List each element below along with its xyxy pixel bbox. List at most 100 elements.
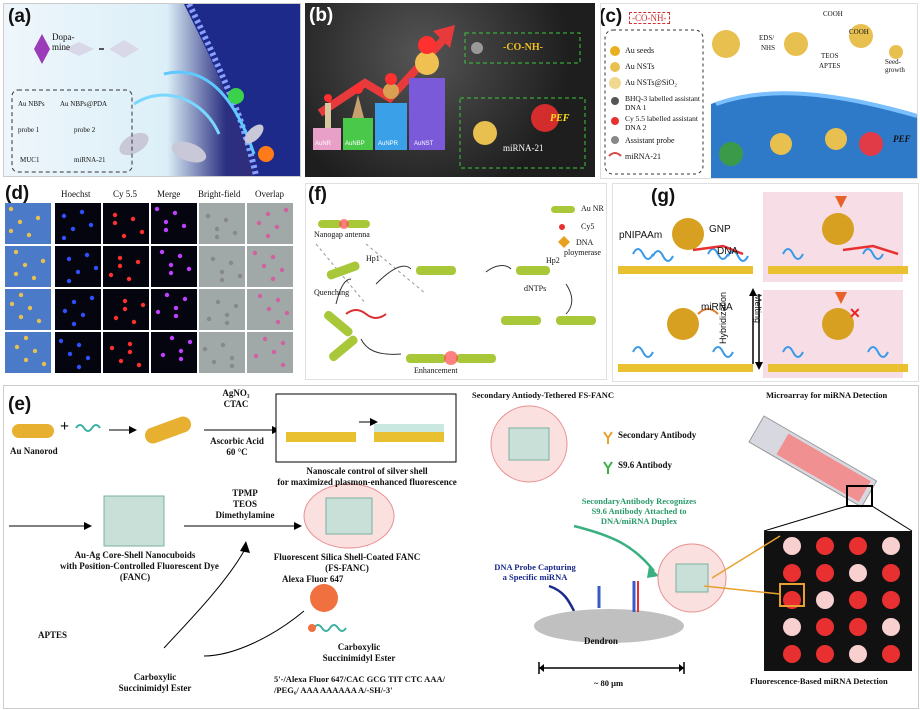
cell-mark xyxy=(112,212,118,218)
panel-d-label: (d) xyxy=(5,183,30,204)
cell-mark xyxy=(66,256,72,262)
cell-mark xyxy=(71,321,77,327)
cell-mark xyxy=(172,210,178,216)
cell-mark xyxy=(155,309,161,315)
cell-mark xyxy=(23,335,29,341)
panel-b-label: (b) xyxy=(309,5,334,26)
aptes-label: APTES xyxy=(819,62,841,70)
panel-e-illustration xyxy=(9,393,913,674)
cell-mark xyxy=(265,233,271,239)
panel-g-illustration: ✕ xyxy=(618,192,908,378)
array-spot xyxy=(783,537,801,555)
dendron-label: Dendron xyxy=(584,636,618,646)
cell-mark xyxy=(271,349,277,355)
legend-dna: DNA xyxy=(576,238,594,247)
legend-au-nbps-pda: Au NBPs@PDA xyxy=(60,100,108,108)
cell-mark xyxy=(266,306,272,312)
array-spot xyxy=(849,645,867,663)
enhancement-label: Enhancement xyxy=(414,366,458,375)
co-nh-label-c: -CO-NH- xyxy=(629,12,670,24)
panel-a-label: (a) xyxy=(8,6,32,27)
array-spot xyxy=(783,591,801,609)
fs-fanc-label: Fluorescent Silica Shell-Coated FANC(FS-… xyxy=(273,552,421,573)
legend-au-nbps: Au NBPs xyxy=(18,100,45,108)
cell-mark xyxy=(117,263,123,269)
cell-mark xyxy=(205,213,211,219)
cell-mark xyxy=(8,228,14,234)
cell-mark xyxy=(232,230,238,236)
cell-mark xyxy=(223,217,229,223)
cell-mark xyxy=(112,220,118,226)
micrograph-tile xyxy=(55,246,101,287)
array-spot xyxy=(816,645,834,663)
cell-mark xyxy=(117,255,123,261)
cell-mark xyxy=(160,352,166,358)
cell-mark xyxy=(256,220,262,226)
dntps-label: dNTPs xyxy=(524,284,547,293)
cell-mark xyxy=(122,306,128,312)
melting-label: Melting xyxy=(753,294,763,324)
co-nh-label: -CO-NH- xyxy=(503,42,543,53)
cell-mark xyxy=(32,348,38,354)
dna-label-g: DNA xyxy=(717,246,739,257)
cell-mark xyxy=(182,296,188,302)
pnipaam-label: pNIPAAm xyxy=(619,230,663,241)
cell-mark xyxy=(224,312,230,318)
cell-mark xyxy=(261,263,267,269)
micrograph-tile xyxy=(199,332,245,373)
cell-mark xyxy=(211,359,217,365)
cell-mark xyxy=(280,340,286,346)
cell-mark xyxy=(252,250,258,256)
micrograph-tile xyxy=(199,289,245,330)
micrograph-tile xyxy=(247,332,293,373)
array-spot xyxy=(816,618,834,636)
hp2-label: Hp2 xyxy=(546,256,560,265)
cell-mark xyxy=(84,252,90,258)
cell-mark xyxy=(89,295,95,301)
pef-label-c: PEF xyxy=(893,134,911,144)
cell-mark xyxy=(284,310,290,316)
cell-mark xyxy=(70,226,76,232)
cell-mark xyxy=(76,342,82,348)
cell-mark xyxy=(233,303,239,309)
cell-mark xyxy=(219,269,225,275)
cell-mark xyxy=(262,336,268,342)
cell-mark xyxy=(177,253,183,259)
cell-mark xyxy=(270,276,276,282)
col-merge: Merge xyxy=(157,189,181,199)
legend-probe-1: probe 1 xyxy=(18,126,40,134)
cell-mark xyxy=(118,358,124,364)
cooh-label-2: COOH xyxy=(849,28,869,36)
pef-label: PEF xyxy=(550,113,570,124)
array-spot xyxy=(783,618,801,636)
micrograph-tile xyxy=(151,246,197,287)
cell-mark xyxy=(23,357,29,363)
cell-mark xyxy=(109,345,115,351)
col-cy55: Cy 5.5 xyxy=(113,189,138,199)
scale-label: ~ 80 μm xyxy=(594,678,624,688)
secondary-antibody-label: Secondary Antibody xyxy=(618,430,697,440)
aptes-label-e: APTES xyxy=(38,630,68,640)
cell-mark xyxy=(66,278,72,284)
bar-label-aunr: AuNR xyxy=(315,141,332,147)
cell-mark xyxy=(40,258,46,264)
legend-au-nsts-sio2: Au NSTs@SiO₂ xyxy=(625,78,678,87)
col-bright-field: Bright-field xyxy=(198,189,241,199)
au-nanorod-label: Au Nanorod xyxy=(10,446,58,456)
cell-mark xyxy=(154,206,160,212)
panel-c: (c) -CO-NH- Au seeds Au NSTs Au NSTs@SiO… xyxy=(600,3,918,179)
cell-mark xyxy=(13,249,19,255)
cell-mark xyxy=(31,275,37,281)
cell-mark xyxy=(131,319,137,325)
panel-c-label: (c) xyxy=(600,6,623,27)
cell-mark xyxy=(61,213,67,219)
plus-sign: + xyxy=(60,418,70,435)
cell-mark xyxy=(283,207,289,213)
cell-mark xyxy=(9,301,15,307)
